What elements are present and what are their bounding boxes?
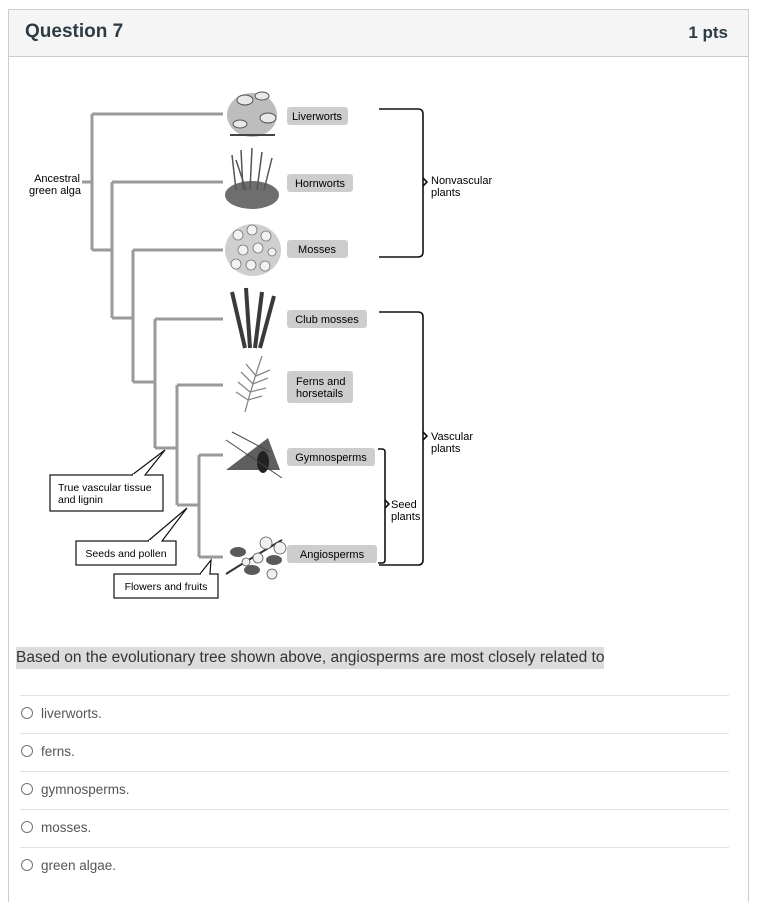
question-points: 1 pts — [688, 23, 728, 42]
radio-button[interactable] — [21, 783, 33, 795]
answer-label[interactable]: mosses. — [41, 820, 92, 835]
angiosperm-illustration — [225, 536, 287, 580]
taxon-labels: Liverworts Hornworts Mosses Club mosses … — [287, 107, 377, 563]
moss-illustration — [225, 224, 281, 276]
question-prompt: Based on the evolutionary tree shown abo… — [16, 647, 605, 669]
group-label-nonvascular-line1: Nonvascular — [431, 175, 492, 187]
taxon-angiosperms: Angiosperms — [300, 549, 365, 561]
trait-callout-flowers: Flowers and fruits — [113, 558, 219, 599]
question-header: Question 7 1 pts — [9, 10, 748, 57]
trait-seeds-label: Seeds and pollen — [85, 548, 166, 560]
question-card: Question 7 1 pts — [8, 9, 749, 902]
trait-callout-seeds: Seeds and pollen — [75, 507, 188, 566]
taxon-hornworts: Hornworts — [295, 178, 346, 190]
tree-branches — [82, 112, 223, 559]
answer-label[interactable]: ferns. — [41, 744, 75, 759]
taxon-liverworts: Liverworts — [292, 111, 343, 123]
taxon-club-mosses: Club mosses — [295, 314, 359, 326]
question-title: Question 7 — [25, 21, 124, 42]
liverwort-illustration — [227, 91, 277, 137]
answer-list: liverworts. ferns. gymnosperms. mosses. … — [20, 695, 729, 885]
group-label-nonvascular-line2: plants — [431, 187, 461, 199]
taxon-horsetails: horsetails — [296, 388, 344, 400]
group-label-seed-line1: Seed — [391, 499, 417, 511]
group-label-vascular-line2: plants — [431, 443, 461, 455]
gymnosperm-illustration — [225, 431, 283, 479]
trait-callout-vascular: True vascular tissue and lignin — [49, 449, 166, 512]
root-label-line2: green alga — [29, 185, 82, 197]
root-label-line1: Ancestral — [34, 173, 80, 185]
group-label-seed-line2: plants — [391, 511, 421, 523]
radio-button[interactable] — [21, 821, 33, 833]
radio-button[interactable] — [21, 745, 33, 757]
answer-option[interactable]: mosses. — [20, 809, 729, 847]
radio-button[interactable] — [21, 707, 33, 719]
trait-vascular-line2: and lignin — [58, 494, 103, 506]
fern-illustration — [235, 355, 271, 413]
answer-label[interactable]: liverworts. — [41, 706, 102, 721]
trait-vascular-line1: True vascular tissue — [58, 482, 152, 494]
taxon-mosses: Mosses — [298, 244, 336, 256]
group-label-vascular-line1: Vascular — [431, 431, 473, 443]
answer-label[interactable]: green algae. — [41, 858, 117, 873]
taxon-gymnosperms: Gymnosperms — [295, 452, 367, 464]
answer-option[interactable]: green algae. — [20, 847, 729, 885]
phylogenetic-tree-diagram: Liverworts Hornworts Mosses Club mosses … — [29, 91, 492, 599]
answer-option[interactable]: ferns. — [20, 733, 729, 771]
trait-flowers-label: Flowers and fruits — [125, 581, 208, 593]
answer-option[interactable]: gymnosperms. — [20, 771, 729, 809]
hornwort-illustration — [225, 147, 279, 209]
group-brackets — [378, 108, 429, 566]
club-moss-illustration — [230, 287, 276, 349]
radio-button[interactable] — [21, 859, 33, 871]
answer-option[interactable]: liverworts. — [20, 695, 729, 733]
taxon-ferns: Ferns and — [296, 376, 346, 388]
answer-label[interactable]: gymnosperms. — [41, 782, 130, 797]
